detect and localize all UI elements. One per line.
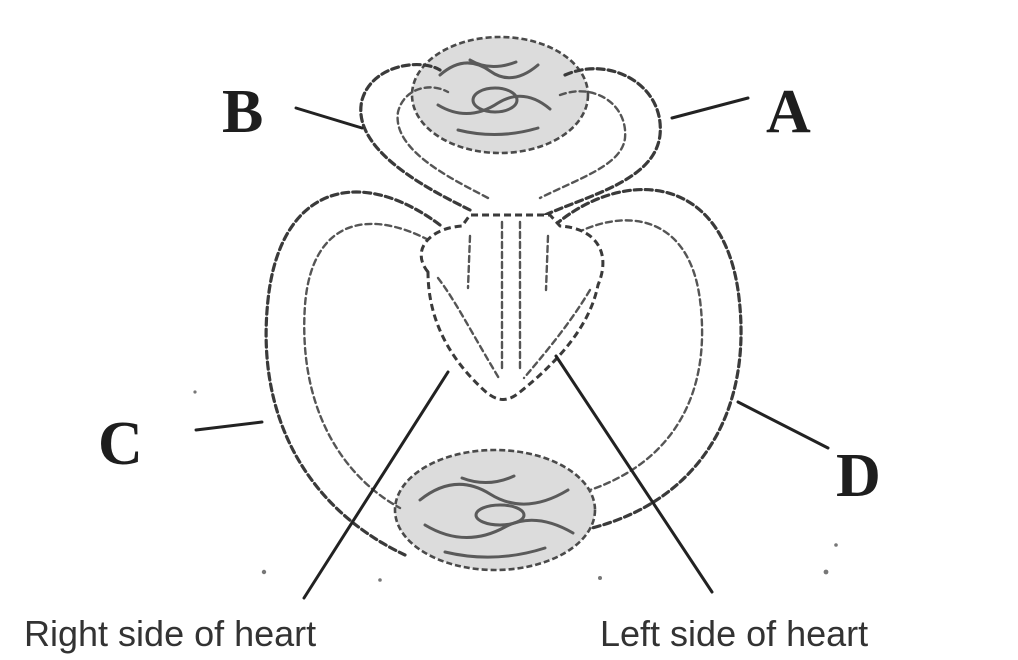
leader-line-a xyxy=(672,98,748,118)
leader-line-d xyxy=(738,402,828,448)
label-d: D xyxy=(836,442,881,510)
leader-line-c xyxy=(196,422,262,430)
label-b: B xyxy=(222,78,263,146)
left-side-of-heart-label: Left side of heart xyxy=(600,613,868,654)
label-c: C xyxy=(98,410,143,478)
body-capillary-bed xyxy=(395,450,595,570)
label-a: A xyxy=(766,78,811,146)
right-side-of-heart-label: Right side of heart xyxy=(24,613,316,654)
leader-line-b xyxy=(296,108,362,128)
